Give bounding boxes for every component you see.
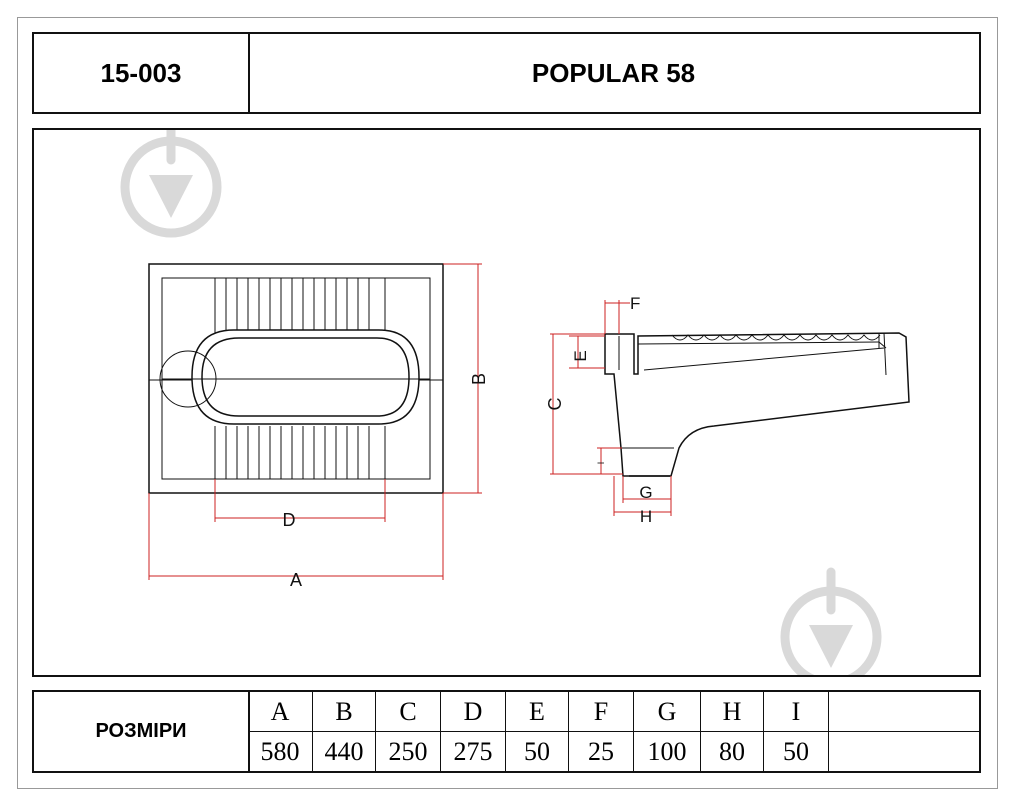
dimensions-label: РОЗМІРИ bbox=[34, 692, 250, 771]
label-c: C bbox=[545, 398, 565, 411]
header-h: H bbox=[700, 692, 764, 732]
plan-view bbox=[148, 263, 444, 494]
dimensions-table: A B C D E F G H I 580 440 250 275 50 25 … bbox=[248, 692, 979, 771]
label-g: G bbox=[639, 483, 652, 502]
label-d: D bbox=[283, 510, 296, 530]
header-f: F bbox=[568, 692, 634, 732]
label-i: I bbox=[596, 462, 606, 465]
label-b: B bbox=[469, 373, 489, 385]
value-c: 250 bbox=[375, 731, 441, 771]
value-b: 440 bbox=[312, 731, 376, 771]
header-d: D bbox=[440, 692, 506, 732]
product-code: 15-003 bbox=[34, 34, 250, 112]
header-empty bbox=[828, 692, 979, 732]
header-a: A bbox=[248, 692, 313, 732]
label-e: E bbox=[571, 350, 590, 361]
table-value-row: 580 440 250 275 50 25 100 80 50 bbox=[248, 731, 979, 771]
header-g: G bbox=[633, 692, 701, 732]
side-view bbox=[604, 332, 910, 477]
header-e: E bbox=[505, 692, 569, 732]
header-bar: 15-003 POPULAR 58 bbox=[32, 32, 981, 114]
label-f: F bbox=[630, 294, 640, 313]
table-header-row: A B C D E F G H I bbox=[248, 692, 979, 732]
header-b: B bbox=[312, 692, 376, 732]
page-frame bbox=[17, 17, 998, 789]
label-h: H bbox=[640, 507, 652, 526]
label-a: A bbox=[290, 570, 302, 590]
header-i: I bbox=[763, 692, 829, 732]
drawing-canvas: D A B bbox=[120, 130, 910, 675]
value-empty bbox=[828, 731, 979, 771]
product-title: POPULAR 58 bbox=[531, 57, 696, 88]
value-d: 275 bbox=[440, 731, 506, 771]
value-i: 50 bbox=[763, 731, 829, 771]
dimensions-table-box: РОЗМІРИ A B C D E F G H I 580 440 250 27… bbox=[32, 690, 981, 773]
plan-dimensions bbox=[148, 263, 482, 580]
technical-drawing: D A B bbox=[32, 128, 981, 677]
watermark-logo-icon bbox=[120, 130, 222, 238]
side-dimensions bbox=[550, 300, 672, 516]
value-g: 100 bbox=[633, 731, 701, 771]
header-c: C bbox=[375, 692, 441, 732]
value-a: 580 bbox=[248, 731, 313, 771]
value-h: 80 bbox=[700, 731, 764, 771]
value-f: 25 bbox=[568, 731, 634, 771]
value-e: 50 bbox=[505, 731, 569, 771]
watermark-logo-icon bbox=[780, 567, 882, 675]
